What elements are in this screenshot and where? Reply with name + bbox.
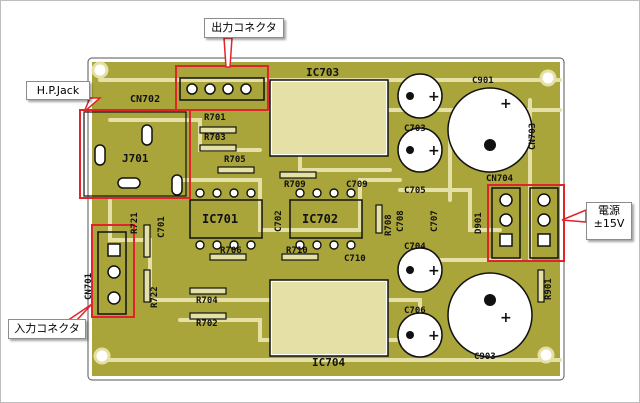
mounting-holes <box>91 61 557 365</box>
label-r703: R703 <box>204 133 226 143</box>
label-ic703: IC703 <box>306 66 340 79</box>
callout-hp-jack-text: H.P.Jack <box>36 84 80 97</box>
label-c901: C901 <box>472 76 494 86</box>
label-r710: R710 <box>286 246 308 256</box>
label-c704: C704 <box>404 242 426 252</box>
cap-pads <box>406 92 496 339</box>
ic702-outline <box>289 199 363 239</box>
j701-pads <box>94 124 183 196</box>
cn702-pads <box>179 77 265 101</box>
label-c710: C710 <box>344 254 366 264</box>
callout-power: 電源 ±15V <box>586 202 632 240</box>
svg-text:+: + <box>500 310 512 326</box>
label-cn702: CN702 <box>130 94 161 105</box>
label-r901: R901 <box>544 278 554 300</box>
resistor-bodies <box>143 126 545 320</box>
label-ic704: IC704 <box>312 356 346 369</box>
label-c709: C709 <box>346 180 368 190</box>
svg-text:+: + <box>428 89 440 105</box>
label-c708: C708 <box>396 210 406 232</box>
highlight-boxes <box>79 65 565 318</box>
label-r701: R701 <box>204 113 226 123</box>
label-cn701: CN701 <box>84 272 94 300</box>
label-c703: C703 <box>404 124 426 134</box>
label-cn704: CN704 <box>486 174 514 184</box>
label-r706: R706 <box>220 246 242 256</box>
callout-hp-jack: H.P.Jack <box>26 81 90 100</box>
label-ic701: IC701 <box>202 212 239 226</box>
label-r709: R709 <box>284 180 306 190</box>
label-c707: C707 <box>430 210 440 232</box>
label-cn703: CN703 <box>528 122 538 150</box>
callout-power-line1: 電源 <box>598 204 620 217</box>
label-r705: R705 <box>224 155 246 165</box>
callout-power-line2: ±15V <box>593 216 625 230</box>
cn701-outline <box>97 231 127 315</box>
callout-output-connector: 出力コネクタ <box>204 18 284 38</box>
ic-pads <box>195 188 356 250</box>
label-c903: C903 <box>474 352 496 362</box>
cn704-outline <box>491 187 521 259</box>
callout-input-connector-text: 入力コネクタ <box>14 322 80 335</box>
label-r708: R708 <box>384 214 394 236</box>
label-c706: C706 <box>404 306 426 316</box>
svg-text:+: + <box>428 143 440 159</box>
cn703-outline <box>529 187 559 259</box>
label-r702: R702 <box>196 319 218 329</box>
label-j701: J701 <box>122 152 149 165</box>
label-c702: C702 <box>274 210 284 232</box>
label-r704: R704 <box>196 296 218 306</box>
svg-text:+: + <box>428 263 440 279</box>
electrolytic-caps <box>397 73 533 358</box>
svg-text:+: + <box>428 328 440 344</box>
j701-outline <box>83 111 187 197</box>
label-r721: R721 <box>130 212 140 234</box>
label-ic702: IC702 <box>302 212 339 226</box>
callout-input-connector: 入力コネクタ <box>8 319 86 339</box>
label-c701: C701 <box>157 216 167 238</box>
label-c705: C705 <box>404 186 426 196</box>
ic701-outline <box>189 199 263 239</box>
label-r722: R722 <box>150 286 160 308</box>
callout-output-connector-text: 出力コネクタ <box>211 21 277 34</box>
svg-text:+: + <box>500 96 512 112</box>
label-d901: D901 <box>474 212 484 234</box>
callout-pointers <box>61 37 587 324</box>
